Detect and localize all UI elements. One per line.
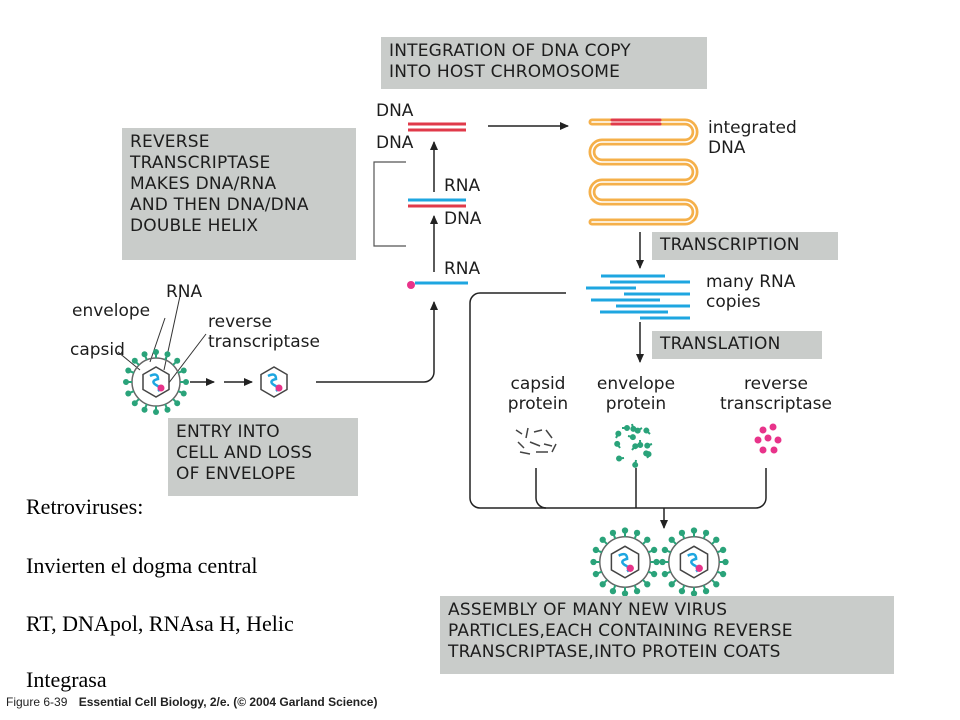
figure-caption: Figure 6-39 Essential Cell Biology, 2/e.… bbox=[6, 695, 377, 709]
box-integration-line-1: INTEGRATION OF DNA COPY bbox=[389, 41, 631, 61]
host-chromosome bbox=[588, 118, 699, 226]
dna-duplex-top bbox=[408, 122, 466, 132]
label-virus-capsid: capsid bbox=[70, 340, 125, 360]
box-entry: ENTRY INTO CELL AND LOSS OF ENVELOPE bbox=[168, 418, 358, 496]
box-rt-line-3: MAKES DNA/RNA bbox=[130, 174, 277, 194]
label-dna-top-2: DNA bbox=[376, 133, 414, 153]
figure-number: Figure 6-39 bbox=[6, 695, 68, 709]
label-virus-rt: reverse transcriptase bbox=[208, 312, 320, 352]
box-rt-line-2: TRANSCRIPTASE bbox=[130, 153, 271, 173]
assembly-connectors bbox=[469, 292, 767, 529]
arrow-core-to-rna bbox=[316, 301, 438, 383]
box-rt-line-1: REVERSE bbox=[130, 132, 210, 152]
box-assembly-line-1: ASSEMBLY OF MANY NEW VIRUS bbox=[448, 600, 728, 620]
label-capsid-protein: capsid protein bbox=[496, 374, 580, 414]
label-integrated-dna-line-2: DNA bbox=[708, 138, 746, 158]
box-rt-line-4: AND THEN DNA/DNA bbox=[130, 195, 309, 215]
capsid-protein-fragments bbox=[515, 427, 557, 455]
bracket-rt bbox=[373, 161, 406, 247]
label-rt-protein-line-2: transcriptase bbox=[720, 394, 832, 414]
viral-rna-strand bbox=[407, 281, 468, 289]
label-dna-top-1: DNA bbox=[376, 101, 414, 121]
label-capsid-protein-line-2: protein bbox=[507, 394, 569, 414]
box-integration: INTEGRATION OF DNA COPY INTO HOST CHROMO… bbox=[381, 37, 707, 89]
label-rt-protein-line-1: reverse bbox=[744, 374, 808, 394]
label-envelope-protein-line-1: envelope bbox=[596, 374, 676, 394]
new-virus-icon-1 bbox=[590, 527, 660, 597]
note-enzymes: RT, DNApol, RNAsa H, Helic bbox=[26, 611, 294, 636]
note-integrasa: Integrasa bbox=[26, 667, 107, 692]
label-virus-rt-line-2: transcriptase bbox=[208, 332, 320, 352]
label-integrated-dna: integrated DNA bbox=[708, 118, 797, 158]
box-entry-line-1: ENTRY INTO bbox=[176, 422, 280, 442]
label-integrated-dna-line-1: integrated bbox=[708, 118, 797, 138]
box-transcription-text: TRANSCRIPTION bbox=[660, 235, 800, 255]
label-virus-rt-line-1: reverse bbox=[208, 312, 272, 332]
infecting-virus-icon bbox=[123, 349, 189, 415]
label-many-rna: many RNA copies bbox=[706, 272, 795, 312]
box-assembly: ASSEMBLY OF MANY NEW VIRUS PARTICLES,EAC… bbox=[440, 596, 894, 674]
note-dogma: Invierten el dogma central bbox=[26, 553, 258, 578]
box-rt-line-5: DOUBLE HELIX bbox=[130, 216, 259, 236]
rna-copies bbox=[586, 274, 690, 320]
new-virus-icon-2 bbox=[659, 527, 729, 597]
box-assembly-line-2: PARTICLES,EACH CONTAINING REVERSE bbox=[448, 621, 793, 641]
figure-source: Essential Cell Biology, 2/e. (© 2004 Gar… bbox=[78, 695, 378, 709]
label-many-rna-line-1: many RNA bbox=[706, 272, 796, 292]
box-translation: TRANSLATION bbox=[652, 331, 822, 359]
box-transcription: TRANSCRIPTION bbox=[652, 232, 838, 260]
label-many-rna-line-2: copies bbox=[706, 292, 761, 312]
box-entry-line-3: OF ENVELOPE bbox=[176, 464, 296, 484]
virus-label-pointers bbox=[117, 295, 207, 385]
rt-protein-dots bbox=[754, 423, 782, 454]
box-assembly-line-3: TRANSCRIPTASE,INTO PROTEIN COATS bbox=[448, 642, 781, 662]
label-rna-low: RNA bbox=[444, 259, 481, 279]
label-capsid-protein-line-1: capsid bbox=[510, 374, 566, 394]
note-retroviruses: Retroviruses: bbox=[26, 494, 144, 519]
label-virus-rna: RNA bbox=[166, 282, 203, 302]
label-envelope-protein-line-2: protein bbox=[605, 394, 667, 414]
box-translation-text: TRANSLATION bbox=[660, 334, 781, 354]
label-dna-mid: DNA bbox=[444, 209, 482, 229]
box-reverse-transcriptase: REVERSE TRANSCRIPTASE MAKES DNA/RNA AND … bbox=[122, 128, 356, 260]
envelope-protein-cluster bbox=[614, 423, 653, 468]
label-virus-envelope: envelope bbox=[72, 301, 151, 321]
label-envelope-protein: envelope protein bbox=[584, 374, 688, 414]
box-integration-line-2: INTO HOST CHROMOSOME bbox=[389, 62, 621, 82]
label-rna-mid: RNA bbox=[444, 176, 481, 196]
box-entry-line-2: CELL AND LOSS bbox=[176, 443, 313, 463]
uncoated-core-icon bbox=[260, 366, 288, 398]
rna-dna-hybrid bbox=[408, 198, 466, 208]
label-rt-protein: reverse transcriptase bbox=[706, 374, 846, 414]
